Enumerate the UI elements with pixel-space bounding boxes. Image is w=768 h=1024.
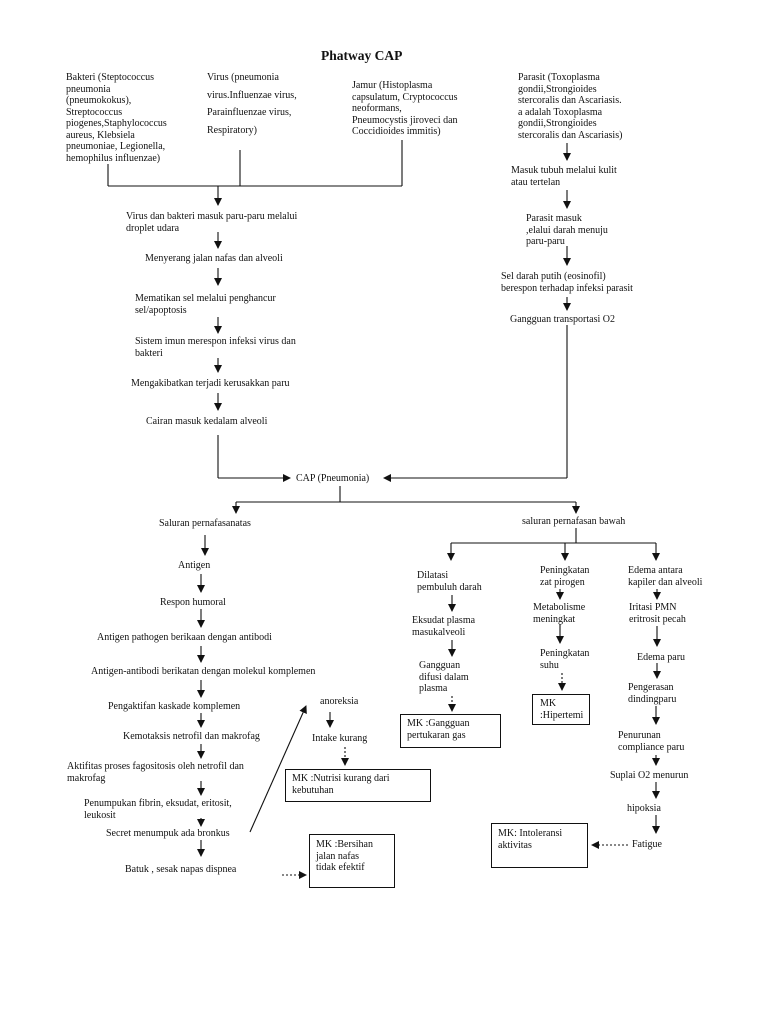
mk-intoleransi-label: MK: Intoleransi aktivitas: [498, 828, 563, 851]
mk-intoleransi-box: MK: Intoleransi aktivitas: [491, 823, 588, 868]
step-jalan-nafas: Menyerang jalan nafas dan alveoli: [145, 253, 283, 264]
step-anoreksia: anoreksia: [320, 696, 359, 707]
step-fagositosis: Aktifitas proses fagositosis oleh netrof…: [67, 761, 244, 784]
step-edema-paru: Edema paru: [637, 652, 686, 663]
step-intake-kurang: Intake kurang: [312, 733, 368, 744]
step-imun: Sistem imun merespon infeksi virus dan b…: [135, 336, 296, 359]
step-cairan: Cairan masuk kedalam alveoli: [146, 416, 268, 427]
step-edema-kapiler: Edema antara kapiler dan alveoli: [628, 565, 703, 588]
step-compliance: Penurunan compliance paru: [618, 730, 685, 753]
step-difusi: Gangguan difusi dalam plasma: [419, 660, 469, 694]
step-metabolisme: Metabolisme meningkat: [533, 602, 586, 625]
step-iritasi-pmn: Iritasi PMN eritrosit pecah: [629, 602, 686, 625]
cause-virus: Virus (pneumonia virus.Influenzae virus,…: [207, 72, 297, 136]
lower-tract-head: saluran pernafasan bawah: [522, 516, 626, 527]
step-droplet: Virus dan bakteri masuk paru-paru melalu…: [126, 211, 298, 234]
mk-nutrisi-box: MK :Nutrisi kurang dari kebutuhan: [285, 769, 431, 802]
page-title: Phatway CAP: [321, 48, 403, 63]
step-kerusakan: Mengakibatkan terjadi kerusakkan paru: [131, 378, 290, 389]
mk-pertukaran-gas-box: MK :Gangguan pertukaran gas: [400, 714, 501, 748]
step-antigen: Antigen: [178, 560, 211, 571]
mk-hipertemi-box: MK :Hipertemi: [532, 694, 590, 725]
cap-center: CAP (Pneumonia): [296, 473, 370, 484]
step-suhu: Peningkatan suhu: [540, 648, 590, 671]
step-kaskade: Pengaktifan kaskade komplemen: [108, 701, 241, 712]
mk-nutrisi-label: MK :Nutrisi kurang dari kebutuhan: [292, 773, 390, 796]
step-suplai-o2: Suplai O2 menurun: [610, 770, 689, 781]
step-apoptosis: Mematikan sel melalui penghancur sel/apo…: [135, 293, 276, 316]
step-eosinofil: Sel darah putih (eosinofil) berespon ter…: [501, 271, 633, 294]
step-dilatasi: Dilatasi pembuluh darah: [417, 570, 482, 593]
step-fatigue: Fatigue: [632, 839, 662, 850]
step-kemotaksis: Kemotaksis netrofil dan makrofag: [123, 731, 260, 742]
step-transportasi-o2: Gangguan transportasi O2: [510, 314, 615, 325]
step-parasit-masuk: Parasit masuk ,elalui darah menuju paru-…: [526, 213, 608, 247]
step-antibodi: Antigen pathogen berikaan dengan antibod…: [97, 632, 272, 643]
step-batuk: Batuk , sesak napas dispnea: [125, 864, 237, 875]
upper-tract-head: Saluran pernafasanatas: [159, 518, 251, 529]
step-fibrin: Penumpukan fibrin, eksudat, eritosit, le…: [84, 798, 232, 821]
mk-bersihan-box: MK :Bersihan jalan nafas tidak efektif: [309, 834, 395, 888]
step-pengerasan: Pengerasan dindingparu: [628, 682, 677, 705]
step-eksudat: Eksudat plasma masukalveoli: [412, 615, 476, 638]
step-respon-humoral: Respon humoral: [160, 597, 226, 608]
step-masuk-tubuh: Masuk tubuh melalui kulit atau tertelan: [511, 165, 617, 188]
mk-hipertemi-label: MK :Hipertemi: [540, 698, 584, 721]
step-komplemen: Antigen-antibodi berikatan dengan moleku…: [91, 666, 316, 677]
step-hipoksia: hipoksia: [627, 803, 661, 814]
mk-bersihan-label: MK :Bersihan jalan nafas tidak efektif: [316, 839, 373, 873]
mk-pertukaran-gas-label: MK :Gangguan pertukaran gas: [407, 718, 470, 741]
step-pirogen: Peningkatan zat pirogen: [540, 565, 590, 588]
step-secret: Secret menumpuk ada bronkus: [106, 828, 230, 839]
